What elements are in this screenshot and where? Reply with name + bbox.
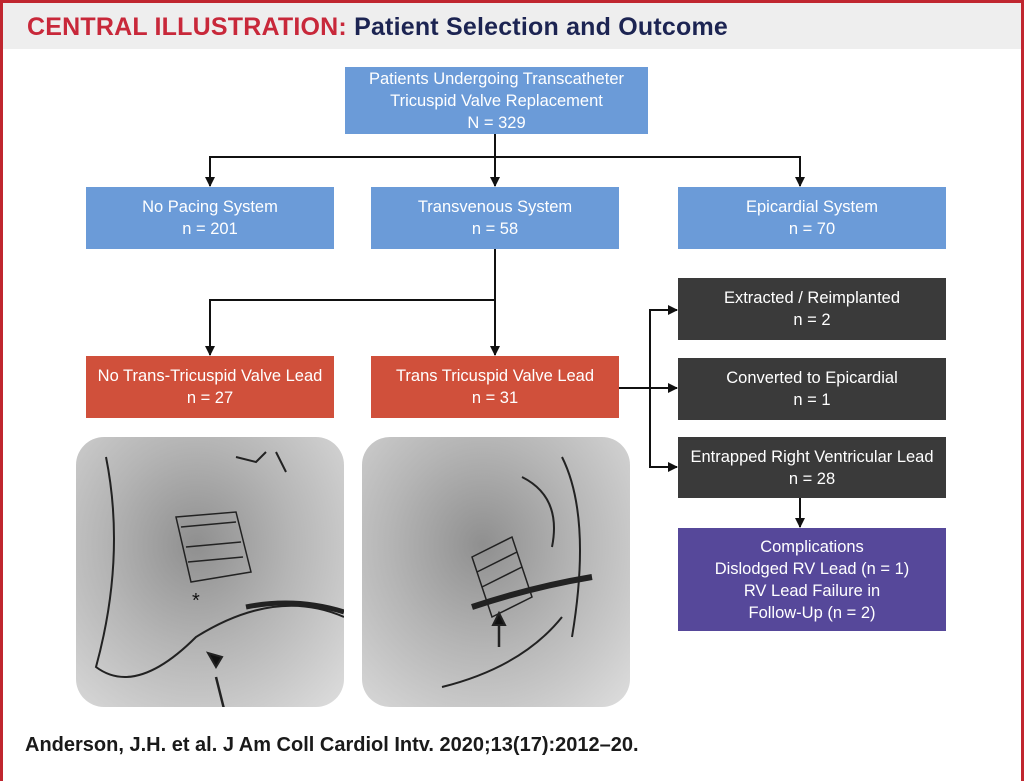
node-count: n = 27: [186, 389, 234, 407]
header-band: CENTRAL ILLUSTRATION: Patient Selection …: [3, 3, 1021, 49]
node-line: Follow-Up (n = 2): [748, 603, 876, 622]
fluoroscopy-image-right: [362, 437, 630, 707]
node-extracted: Extracted / Reimplanted n = 2: [678, 278, 946, 340]
node-root-count: N = 329: [467, 113, 526, 132]
citation: Anderson, J.H. et al. J Am Coll Cardiol …: [25, 734, 639, 756]
arrow-transvenous-notrans: [205, 299, 495, 356]
node-label: Complications: [760, 537, 864, 556]
node-line: RV Lead Failure in: [743, 581, 881, 600]
asterisk-marker: *: [192, 590, 200, 612]
valve-lead-drawing: [441, 456, 593, 688]
node-no-pacing: No Pacing System n = 201: [86, 187, 334, 249]
node-count: n = 28: [788, 469, 836, 488]
node-root-line1: Patients Undergoing Transcatheter: [369, 69, 624, 88]
node-converted: Converted to Epicardial n = 1: [678, 358, 946, 420]
node-transvenous: Transvenous System n = 58: [371, 187, 619, 249]
node-label: Converted to Epicardial: [726, 369, 898, 387]
node-label: Entrapped Right Ventricular Lead: [690, 447, 934, 466]
fluoroscopy-image-left: *: [76, 437, 344, 707]
valve-lead-drawing: *: [94, 451, 344, 707]
title-label: CENTRAL ILLUSTRATION:: [27, 13, 347, 41]
node-label: No Trans-Tricuspid Valve Lead: [97, 367, 323, 385]
node-count: n = 70: [788, 220, 836, 238]
branch-root: [209, 156, 801, 186]
node-label: No Pacing System: [142, 198, 278, 216]
node-line: Dislodged RV Lead (n = 1): [714, 559, 910, 578]
node-root: Patients Undergoing Transcatheter Tricus…: [345, 67, 648, 134]
node-count: n = 2: [793, 311, 831, 329]
title-text: Patient Selection and Outcome: [354, 13, 729, 41]
node-root-line2: Tricuspid Valve Replacement: [390, 91, 603, 110]
node-label: Epicardial System: [745, 198, 879, 216]
node-count: n = 1: [793, 391, 831, 409]
node-label: Trans Tricuspid Valve Lead: [395, 367, 595, 385]
node-entrapped: Entrapped Right Ventricular Lead n = 28: [678, 437, 946, 498]
node-count: n = 58: [471, 220, 519, 238]
node-no-trans-lead: No Trans-Tricuspid Valve Lead n = 27: [86, 356, 334, 418]
node-complications: Complications Dislodged RV Lead (n = 1) …: [678, 528, 946, 631]
node-count: n = 31: [471, 389, 519, 407]
node-epicardial: Epicardial System n = 70: [678, 187, 946, 249]
node-label: Transvenous System: [417, 198, 573, 216]
node-count: n = 201: [182, 220, 238, 238]
node-label: Extracted / Reimplanted: [723, 289, 901, 307]
node-trans-lead: Trans Tricuspid Valve Lead n = 31: [371, 356, 619, 418]
page-title: CENTRAL ILLUSTRATION: Patient Selection …: [27, 13, 728, 42]
